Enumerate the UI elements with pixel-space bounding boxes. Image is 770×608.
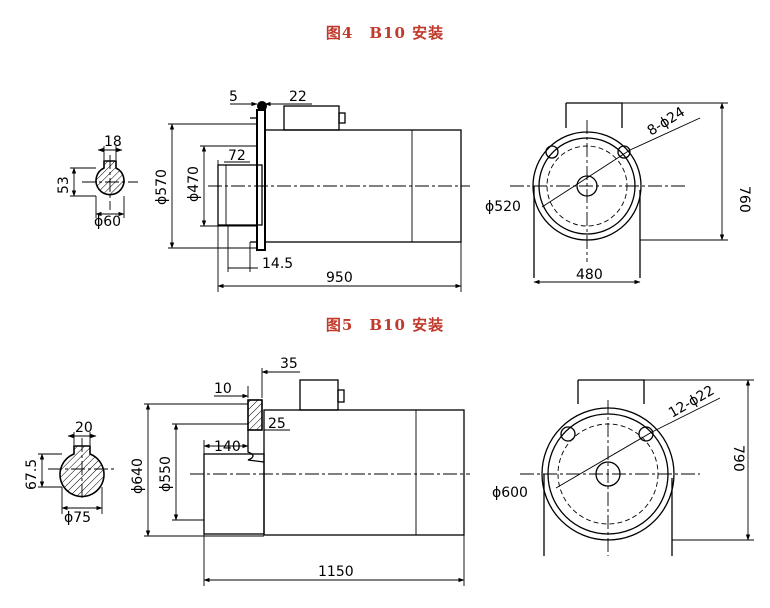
fig4-shaft-height: 53 [56,176,72,194]
fig4-shaft-diameter: ϕ60 [94,214,121,230]
fig5-spigot-depth: 25 [268,416,286,432]
fig4-shaft-hatched [95,160,125,196]
fig5-end-view [520,379,754,556]
figure4-title: B10 安装 [369,24,445,42]
figure5-title: B10 安装 [369,316,445,334]
figure4-caption: 图4 B10 安装 [0,22,770,43]
fig4-total-length: 950 [326,270,353,286]
fig5-holes: 12-ϕ22 [666,383,717,422]
fig5-shaft-diameter: ϕ75 [64,510,91,526]
fig5-shaft-section [38,432,115,514]
fig4-offset: 14.5 [262,256,293,272]
fig4-shaft-section [70,146,138,218]
fig5-gap: 35 [280,356,298,372]
fig4-shaft-length: 72 [228,148,246,164]
fig5-side-view [144,368,470,586]
figure5-label: 图5 [325,316,354,334]
fig5-total-length: 1150 [318,564,354,580]
figure4-label: 图4 [325,24,354,42]
fig5-flange-hatched [247,399,263,431]
fig5-shaft-height: 67.5 [24,459,40,490]
fig4-key-width: 18 [104,134,122,150]
fig4-end-width: 480 [576,267,603,283]
fig5-flange-thickness: 10 [214,381,232,397]
fig5-key-width: 20 [75,420,93,436]
fig4-pcd: ϕ520 [485,199,521,215]
fig4-end-height: 760 [736,186,752,213]
fig5-spigot: ϕ550 [158,456,174,492]
figure5-caption: 图5 B10 安装 [0,314,770,335]
fig4-spigot: ϕ470 [186,166,202,202]
fig4-holes: 8-ϕ24 [645,104,688,139]
fig4-flange-thickness: 5 [229,89,238,105]
fig5-end-height: 790 [730,445,746,472]
fig5-flange-outer: ϕ640 [130,458,146,494]
fig4-flange-outer: ϕ570 [154,169,170,205]
fig4-gap: 22 [289,89,307,105]
fig5-shaft-length: 140 [214,439,241,455]
fig5-pcd: ϕ600 [492,485,528,501]
fig4-end-view [510,102,728,285]
fig4-side-view [168,101,470,292]
